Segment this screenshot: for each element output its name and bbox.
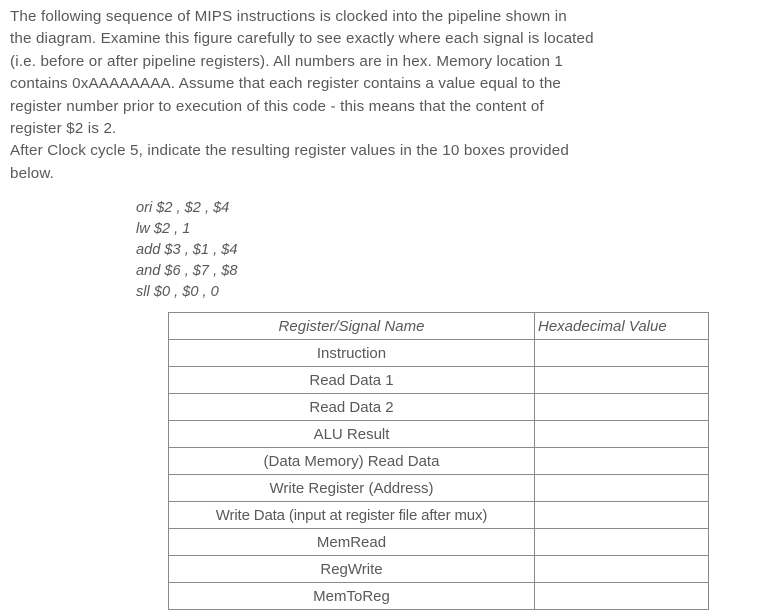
table-row: MemToReg [168,582,709,610]
header-register-signal-name: Register/Signal Name [168,312,535,340]
table-row: RegWrite [168,555,709,583]
instruction-line-4: and $6 , $7 , $8 [136,263,238,279]
row-label-regwrite: RegWrite [168,555,535,583]
register-signal-table: Register/Signal Name Hexadecimal Value I… [168,312,709,610]
row-value-alu-result[interactable] [534,420,709,448]
prompt-line-8: below. [10,164,54,182]
question-prompt: The following sequence of MIPS instructi… [10,6,765,185]
row-value-write-data[interactable] [534,501,709,529]
row-value-write-register-address[interactable] [534,474,709,502]
table-header-row: Register/Signal Name Hexadecimal Value [168,312,709,340]
row-value-memtoreg[interactable] [534,582,709,610]
row-value-read-data-2[interactable] [534,393,709,421]
instruction-line-5: sll $0 , $0 , 0 [136,284,219,300]
row-label-write-register-address: Write Register (Address) [168,474,535,502]
row-label-data-memory-read-data: (Data Memory) Read Data [168,447,535,475]
prompt-line-6: register $2 is 2. [10,120,117,138]
row-label-alu-result: ALU Result [168,420,535,448]
row-value-memread[interactable] [534,528,709,556]
prompt-line-3: (i.e. before or after pipeline registers… [10,52,564,70]
row-value-read-data-1[interactable] [534,366,709,394]
table-row: ALU Result [168,420,709,448]
row-label-memread: MemRead [168,528,535,556]
row-label-instruction: Instruction [168,339,535,367]
prompt-line-7: After Clock cycle 5, indicate the result… [10,142,569,160]
row-value-regwrite[interactable] [534,555,709,583]
table-row: Write Data (input at register file after… [168,501,709,529]
table-row: Read Data 2 [168,393,709,421]
row-value-data-memory-read-data[interactable] [534,447,709,475]
instruction-line-3: add $3 , $1 , $4 [136,242,238,258]
prompt-line-1: The following sequence of MIPS instructi… [10,8,567,25]
instruction-listing: ori $2 , $2 , $4 lw $2 , 1 add $3 , $1 ,… [136,198,237,303]
prompt-line-5: register number prior to execution of th… [10,97,544,115]
instruction-line-1: ori $2 , $2 , $4 [136,200,230,216]
table-row: Write Register (Address) [168,474,709,502]
table-row: MemRead [168,528,709,556]
table-row: (Data Memory) Read Data [168,447,709,475]
row-label-memtoreg: MemToReg [168,582,535,610]
row-value-instruction[interactable] [534,339,709,367]
prompt-line-4: contains 0xAAAAAAAA. Assume that each re… [10,75,562,93]
row-label-read-data-2: Read Data 2 [168,393,535,421]
instruction-line-2: lw $2 , 1 [136,221,191,237]
row-label-read-data-1: Read Data 1 [168,366,535,394]
table-row: Instruction [168,339,709,367]
table-row: Read Data 1 [168,366,709,394]
row-label-write-data: Write Data (input at register file after… [168,501,535,529]
prompt-line-2: the diagram. Examine this figure careful… [10,30,594,48]
header-hexadecimal-value: Hexadecimal Value [534,312,709,340]
